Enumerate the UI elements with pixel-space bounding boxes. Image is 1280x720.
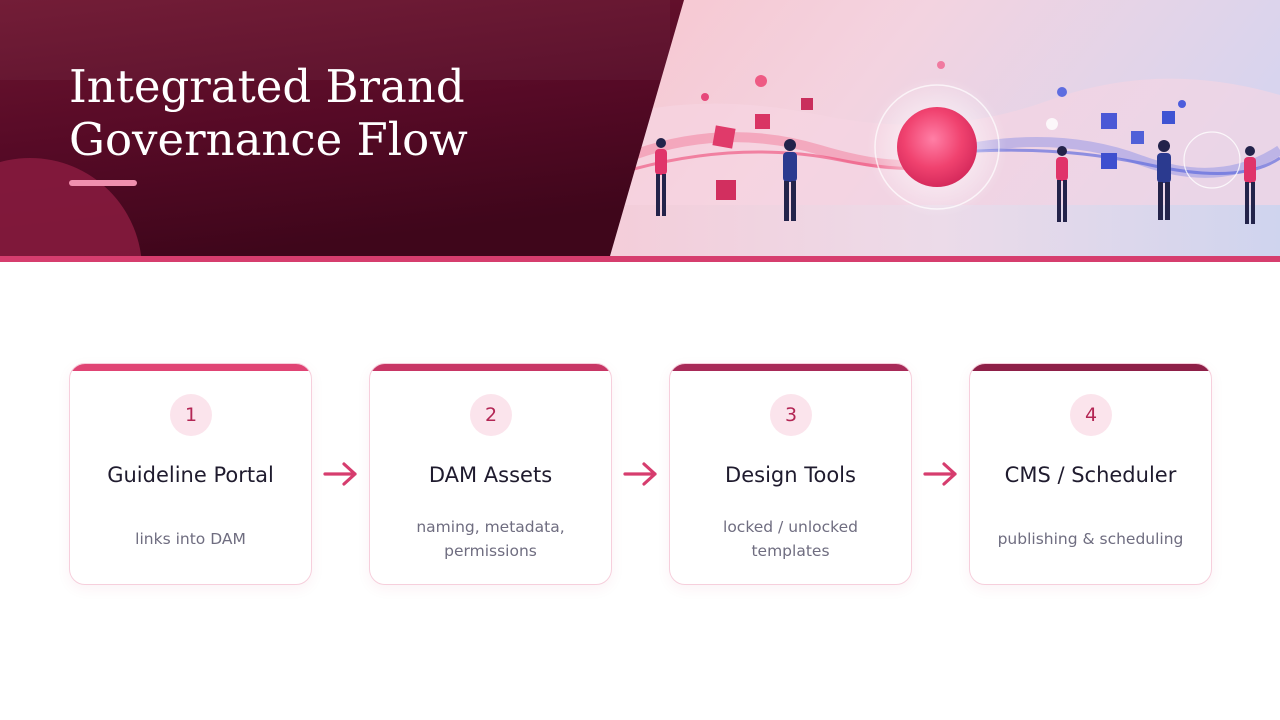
card-accent-bar [970, 364, 1211, 371]
header-banner: Integrated Brand Governance Flow [0, 0, 1280, 262]
step-description: links into DAM [135, 530, 246, 548]
step-description: publishing & scheduling [997, 530, 1184, 548]
header-divider [0, 256, 1280, 262]
page-title: Integrated Brand Governance Flow [69, 60, 589, 166]
card-accent-bar [370, 364, 611, 371]
flow-step-card-1: 1 Guideline Portal links into DAM [69, 363, 312, 585]
flow-step-card-2: 2 DAM Assets naming, metadata, permissio… [369, 363, 612, 585]
step-number-badge: 4 [1070, 394, 1112, 436]
step-title: CMS / Scheduler [1004, 463, 1177, 487]
title-underline-accent [69, 180, 137, 186]
step-title: Guideline Portal [107, 463, 274, 487]
step-number-badge: 1 [170, 394, 212, 436]
step-number-badge: 3 [770, 394, 812, 436]
step-description: locked / unlocked templates [723, 518, 858, 560]
step-description: naming, metadata, permissions [416, 518, 565, 560]
page-title-line-2: Governance Flow [69, 113, 468, 166]
step-title: DAM Assets [428, 463, 553, 487]
card-accent-bar [670, 364, 911, 371]
flow-step-card-4: 4 CMS / Scheduler publishing & schedulin… [969, 363, 1212, 585]
page-title-line-1: Integrated Brand [69, 60, 465, 113]
flow-step-card-3: 3 Design Tools locked / unlocked templat… [669, 363, 912, 585]
arrow-right-icon [923, 462, 957, 486]
arrow-right-icon [623, 462, 657, 486]
step-number-badge: 2 [470, 394, 512, 436]
step-title: Design Tools [725, 463, 856, 487]
header-illustration [0, 0, 1280, 256]
card-accent-bar [70, 364, 311, 371]
arrow-right-icon [323, 462, 357, 486]
